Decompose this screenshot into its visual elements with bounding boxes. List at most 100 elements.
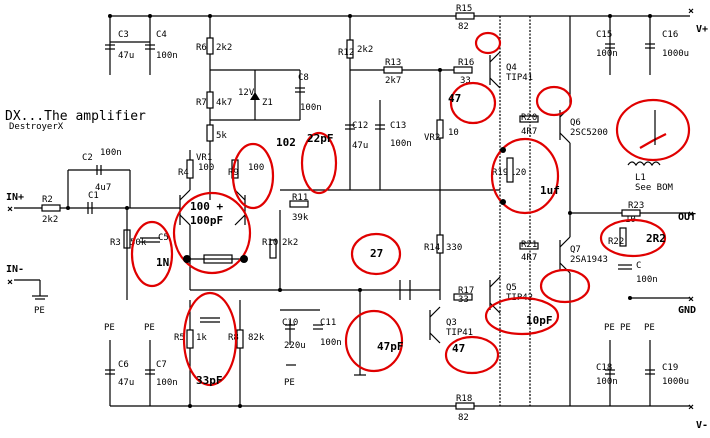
output-stage: R16 33 Q4 TIP41 R17 33 Q5 TIP42 Q3 TIP41… [429, 16, 650, 406]
svg-text:82: 82 [458, 22, 469, 32]
svg-text:2k2: 2k2 [42, 215, 58, 225]
svg-text:R21: R21 [521, 240, 537, 250]
svg-text:V-: V- [696, 420, 708, 431]
diff-pair: R4 100 R9 100 [178, 150, 280, 291]
pe-label-c6: PE [104, 323, 115, 333]
pe-label-c18: PE [604, 323, 615, 333]
svg-text:2k2: 2k2 [216, 43, 232, 53]
svg-text:R2: R2 [42, 195, 53, 205]
svg-text:C5: C5 [158, 233, 169, 243]
svg-text:C3: C3 [118, 30, 129, 40]
svg-text:×: × [688, 6, 694, 17]
annotation-47-top: 47 [448, 92, 461, 105]
terminal-in-minus: × IN- PE [6, 264, 48, 316]
svg-text:C6: C6 [118, 360, 129, 370]
svg-text:330: 330 [446, 243, 462, 253]
svg-text:OUT: OUT [678, 212, 696, 223]
annotation-10pf: 10pF [526, 314, 553, 327]
svg-text:VR2: VR2 [424, 133, 440, 143]
svg-text:47u: 47u [352, 141, 368, 151]
svg-text:100n: 100n [320, 338, 342, 348]
svg-text:C13: C13 [390, 121, 406, 131]
svg-text:×: × [7, 277, 13, 288]
svg-text:C15: C15 [596, 30, 612, 40]
svg-text:×: × [7, 204, 13, 215]
svg-text:82k: 82k [248, 333, 265, 343]
svg-text:C1: C1 [88, 191, 99, 201]
svg-text:220u: 220u [284, 341, 306, 351]
svg-text:100n: 100n [156, 51, 178, 61]
svg-text:5k: 5k [216, 131, 227, 141]
supply-rails [110, 15, 690, 407]
svg-text:R4: R4 [178, 168, 189, 178]
svg-text:GND: GND [678, 305, 696, 316]
annotation-22pf: 22pF [307, 132, 334, 145]
svg-text:Q6: Q6 [570, 118, 581, 128]
svg-text:L1: L1 [635, 173, 646, 183]
input-network: R2 2k2 C1 4u7 C2 100n R3 50k C5 [41, 148, 169, 300]
pe-label-c10: PE [284, 378, 295, 388]
svg-text:39k: 39k [292, 213, 309, 223]
svg-text:120: 120 [510, 168, 526, 178]
svg-text:12V: 12V [238, 88, 255, 98]
svg-text:TIP41: TIP41 [446, 328, 473, 338]
supply-decoupling-top: C3 47u C4 100n [105, 16, 178, 75]
svg-text:Q4: Q4 [506, 63, 517, 73]
svg-text:100n: 100n [300, 103, 322, 113]
title-line2: DestroyerX [9, 122, 64, 132]
svg-text:R13: R13 [385, 58, 401, 68]
terminal-v-plus: × V+ [688, 6, 708, 35]
svg-text:C10: C10 [282, 318, 298, 328]
svg-text:R20: R20 [521, 113, 537, 123]
svg-text:R5: R5 [174, 333, 185, 343]
svg-text:R8: R8 [228, 333, 239, 343]
svg-text:×: × [688, 294, 694, 305]
svg-text:82: 82 [458, 413, 469, 423]
svg-text:100n: 100n [156, 378, 178, 388]
svg-text:Q3: Q3 [446, 318, 457, 328]
pe-label-in: PE [34, 306, 45, 316]
svg-text:TIP41: TIP41 [506, 73, 533, 83]
svg-text:33: 33 [460, 76, 471, 86]
annotation-1uf: 1uf [540, 184, 560, 197]
svg-text:R7: R7 [196, 98, 207, 108]
svg-text:R15: R15 [456, 4, 472, 14]
svg-text:R18: R18 [456, 394, 472, 404]
rail-resistors: R15 82 R18 82 [455, 4, 475, 423]
svg-text:100n: 100n [100, 148, 122, 158]
terminal-v-minus: × V- [688, 402, 708, 431]
svg-text:C18: C18 [596, 363, 612, 373]
svg-text:C7: C7 [156, 360, 167, 370]
junction-dots [66, 14, 652, 408]
svg-text:×: × [688, 402, 694, 413]
pe-label-c19: PE [644, 323, 655, 333]
title-line1: DX...The amplifier [5, 109, 146, 124]
svg-text:2k2: 2k2 [357, 45, 373, 55]
svg-text:100: 100 [198, 163, 214, 173]
terminal-out: × OUT [650, 209, 696, 223]
svg-text:R11: R11 [292, 193, 308, 203]
svg-text:C11: C11 [320, 318, 336, 328]
svg-text:100n: 100n [636, 275, 658, 285]
svg-text:C19: C19 [662, 363, 678, 373]
annotation-2r2: 2R2 [646, 232, 666, 245]
svg-text:33: 33 [458, 295, 469, 305]
svg-text:R10: R10 [262, 238, 278, 248]
svg-text:4k7: 4k7 [216, 98, 232, 108]
svg-text:Q5: Q5 [506, 283, 517, 293]
annotation-47-bot: 47 [452, 342, 465, 355]
svg-text:100: 100 [248, 163, 264, 173]
svg-text:×: × [688, 209, 694, 220]
svg-text:VR1: VR1 [196, 153, 212, 163]
svg-text:IN+: IN+ [6, 192, 24, 203]
svg-text:4R7: 4R7 [521, 253, 537, 263]
svg-text:2k7: 2k7 [385, 76, 401, 86]
svg-text:R6: R6 [196, 43, 207, 53]
svg-text:R19: R19 [492, 168, 508, 178]
svg-text:47u: 47u [118, 51, 134, 61]
vas-section: R12 2k2 R13 2k7 C12 47u C13 100n VR2 10 … [338, 16, 462, 376]
svg-text:1000u: 1000u [662, 377, 689, 387]
svg-text:V+: V+ [696, 24, 708, 35]
svg-text:R23: R23 [628, 201, 644, 211]
terminal-gnd: × GND [630, 294, 696, 316]
